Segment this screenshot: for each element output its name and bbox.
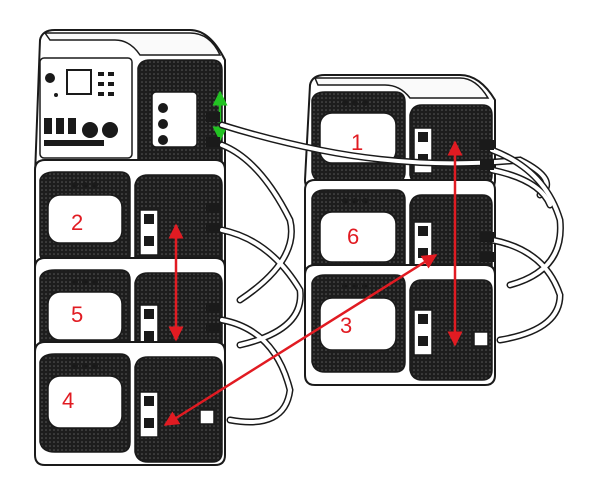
arrow-6-to-4 bbox=[163, 253, 438, 427]
connection-arrows bbox=[163, 140, 463, 427]
battery-unit-bottom-right bbox=[304, 264, 496, 386]
battery-unit-1: 1 bbox=[303, 74, 496, 191]
unit-label-1: 1 bbox=[351, 130, 363, 155]
unit-label-5: 5 bbox=[71, 302, 83, 327]
ac-outlet-icon bbox=[102, 122, 118, 138]
power-station-main bbox=[33, 29, 228, 186]
unit-label-3: 3 bbox=[340, 313, 352, 338]
unit-label-4: 4 bbox=[62, 388, 74, 413]
ac-outlet-icon bbox=[82, 122, 98, 138]
unit-label-6: 6 bbox=[347, 224, 359, 249]
battery-unit-4: 4 bbox=[34, 341, 226, 466]
display-screen bbox=[66, 69, 92, 95]
unit-label-2: 2 bbox=[71, 210, 83, 235]
power-button-icon bbox=[45, 73, 55, 83]
